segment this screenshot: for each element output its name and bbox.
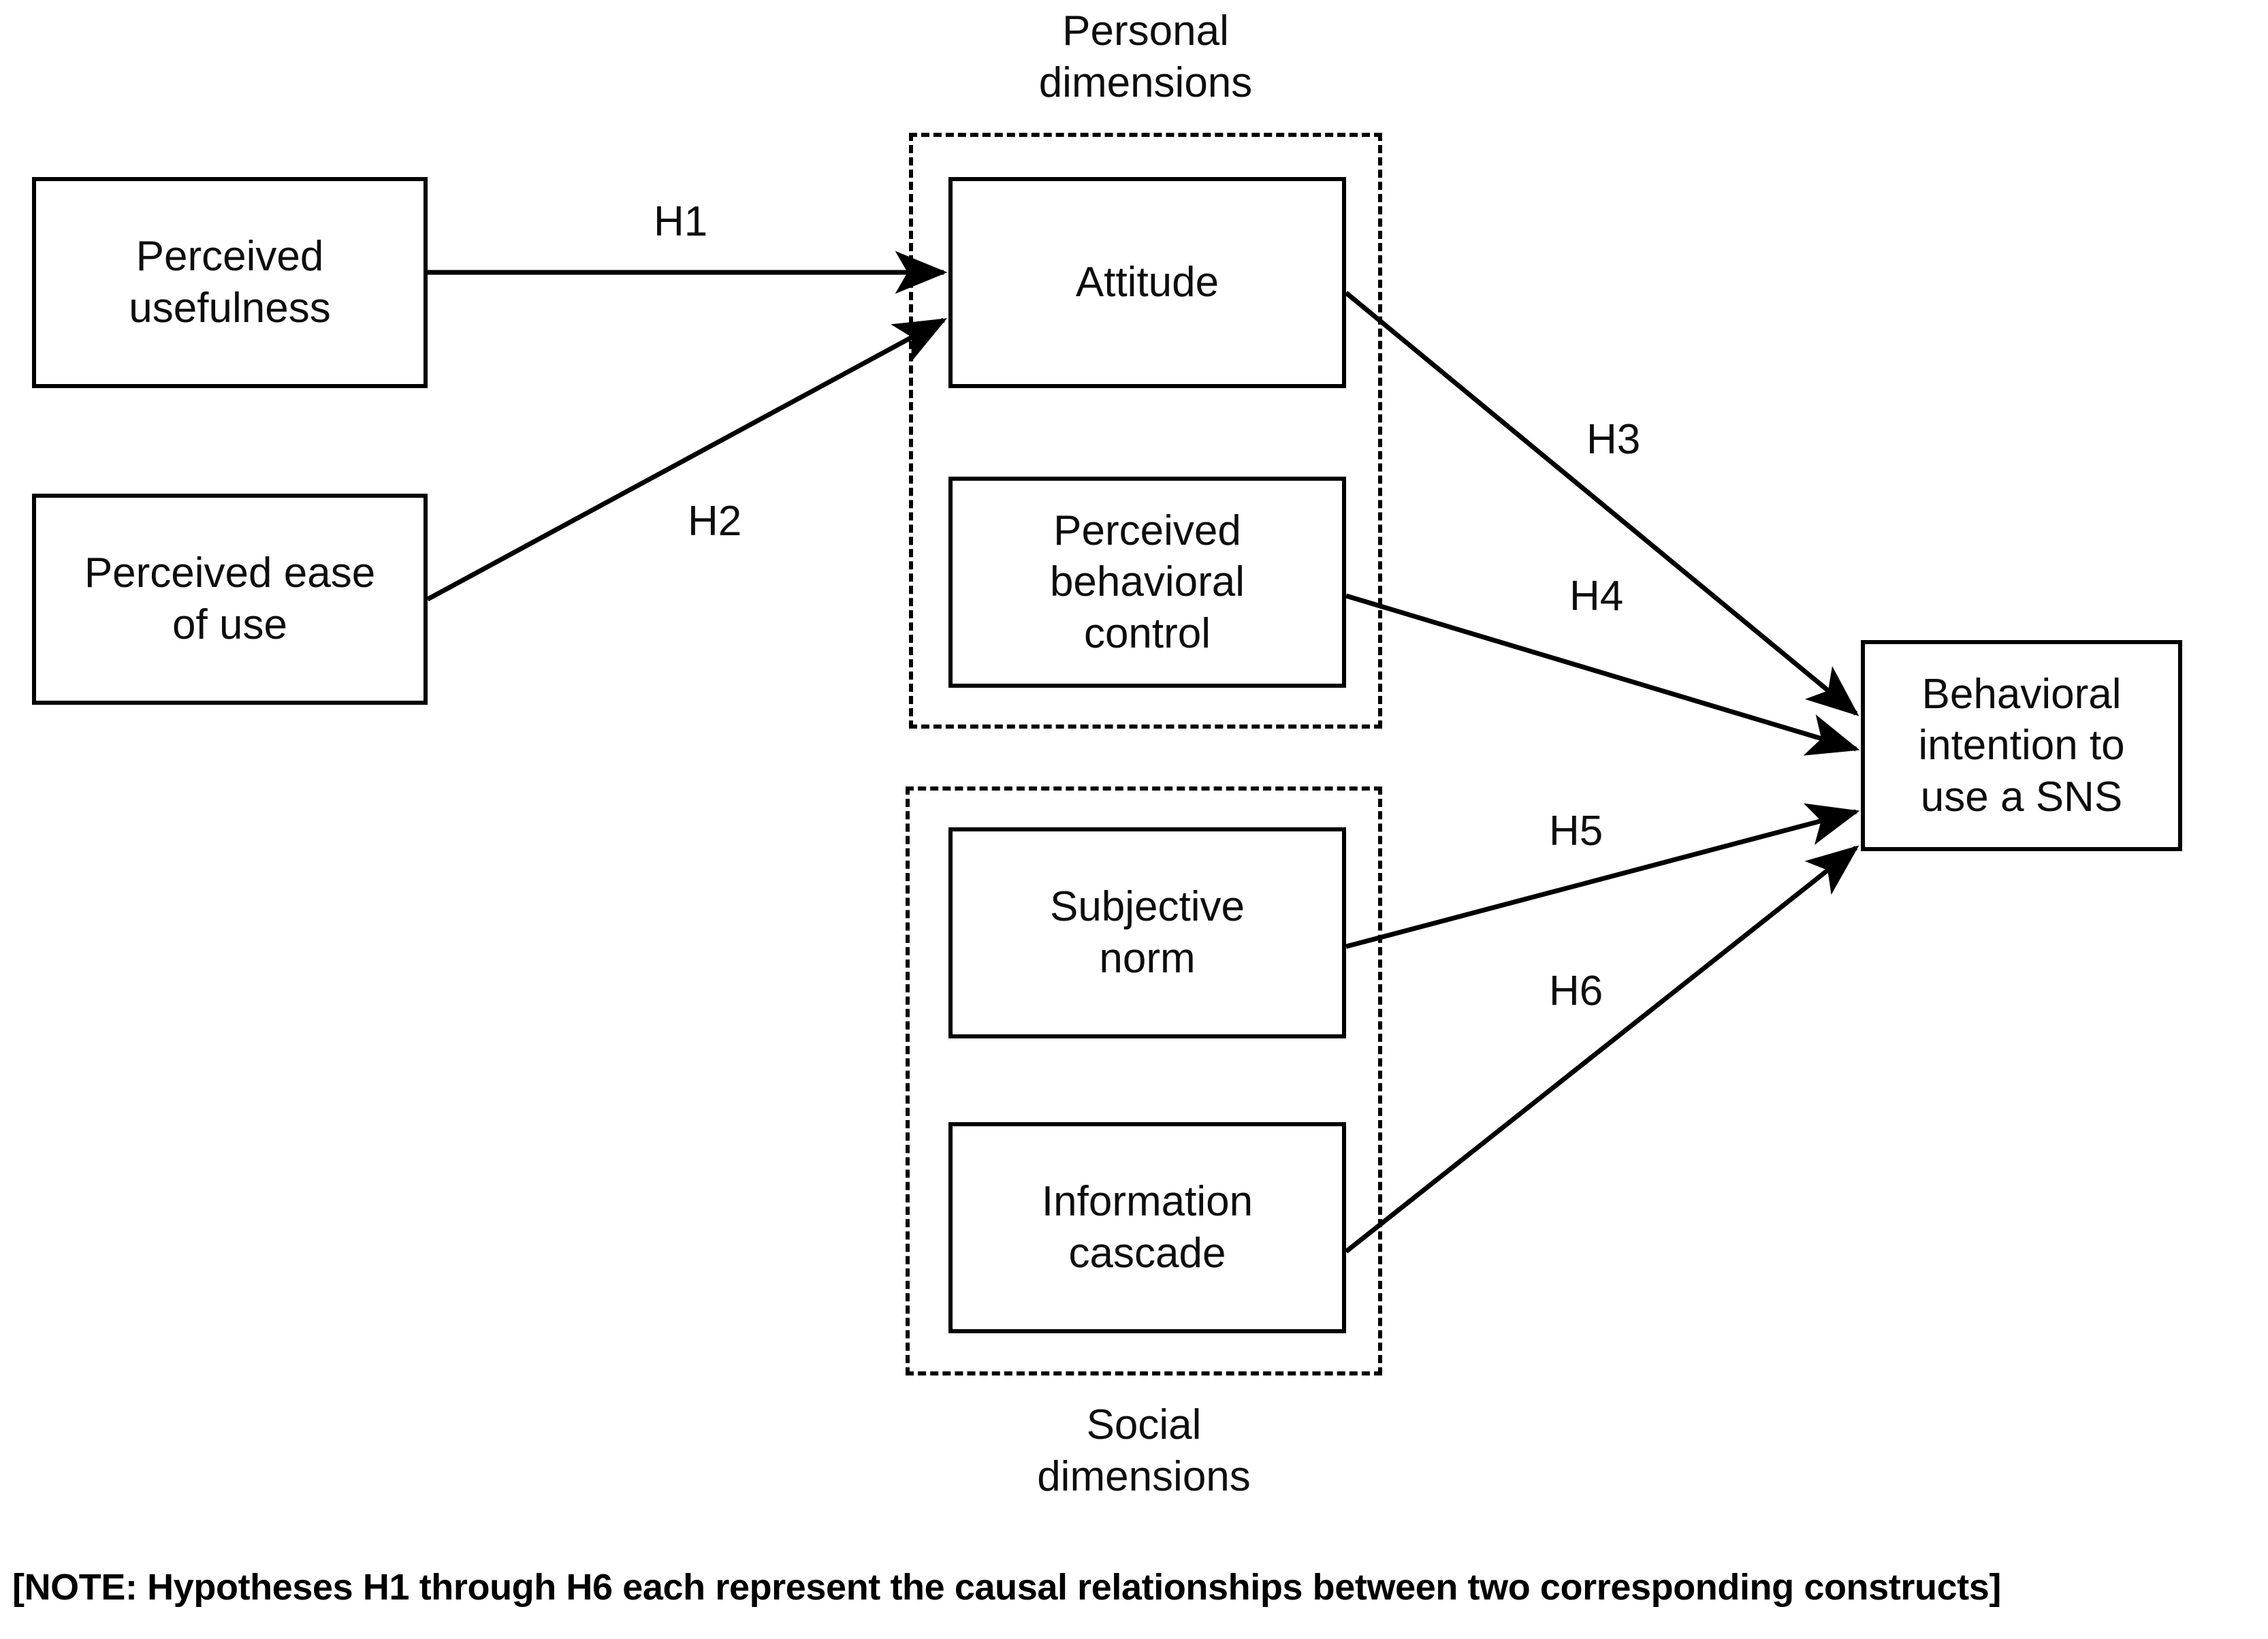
edge-label-h2: H2 — [688, 498, 742, 545]
group-label-social-line1: Social — [1086, 1401, 1202, 1448]
node-perceived-behavioral-control-line2: behavioral — [1049, 558, 1245, 606]
node-behavioral-intention[interactable]: Behavioral intention to use a SNS — [1861, 640, 2182, 851]
edge-label-h1: H1 — [654, 198, 708, 245]
edge-h3-line — [1344, 291, 1859, 716]
edge-label-h3: H3 — [1586, 416, 1641, 463]
node-perceived-ease-of-use-line2: of use — [172, 601, 287, 648]
node-perceived-usefulness-line1: Perceived — [135, 233, 324, 281]
node-subjective-norm-line1: Subjective — [1049, 883, 1245, 931]
node-behavioral-intention-line1: Behavioral — [1921, 670, 2122, 718]
edge-label-h5: H5 — [1549, 808, 1603, 855]
node-perceived-ease-of-use[interactable]: Perceived ease of use — [32, 494, 428, 705]
edge-h6-line — [1344, 845, 1859, 1254]
node-information-cascade[interactable]: Information cascade — [948, 1122, 1346, 1333]
node-perceived-behavioral-control-line1: Perceived — [1053, 507, 1241, 554]
node-subjective-norm-line2: norm — [1099, 935, 1196, 982]
node-information-cascade-line2: cascade — [1068, 1230, 1226, 1277]
edge-h5-line — [1345, 803, 1860, 949]
group-label-social-line2: dimensions — [1037, 1452, 1251, 1500]
group-label-personal-line1: Personal — [1062, 7, 1229, 54]
node-perceived-behavioral-control[interactable]: Perceived behavioral control — [948, 477, 1346, 688]
node-perceived-behavioral-control-line3: control — [1083, 609, 1211, 657]
edge-h4-line — [1345, 593, 1860, 756]
group-social-dimensions — [906, 786, 1382, 1375]
group-label-social-dimensions: Social dimensions — [906, 1399, 1382, 1502]
edge-label-h4: H4 — [1569, 573, 1624, 620]
node-behavioral-intention-line3: use a SNS — [1920, 773, 2123, 821]
node-perceived-usefulness[interactable]: Perceived usefulness — [32, 177, 428, 388]
node-perceived-ease-of-use-line1: Perceived ease — [84, 550, 376, 597]
node-attitude-line1: Attitude — [1075, 259, 1219, 306]
group-label-personal-line2: dimensions — [1038, 59, 1253, 106]
group-personal-dimensions — [909, 133, 1382, 729]
diagram-note: [NOTE: Hypotheses H1 through H6 each rep… — [12, 1567, 2001, 1608]
node-behavioral-intention-line2: intention to — [1918, 722, 2125, 769]
node-perceived-usefulness-line2: usefulness — [129, 285, 331, 332]
node-attitude[interactable]: Attitude — [948, 177, 1346, 388]
edge-h2-line — [426, 317, 947, 602]
edge-label-h6: H6 — [1549, 968, 1603, 1015]
node-subjective-norm[interactable]: Subjective norm — [948, 827, 1346, 1038]
node-information-cascade-line1: Information — [1041, 1178, 1253, 1226]
group-label-personal-dimensions: Personal dimensions — [909, 5, 1382, 108]
